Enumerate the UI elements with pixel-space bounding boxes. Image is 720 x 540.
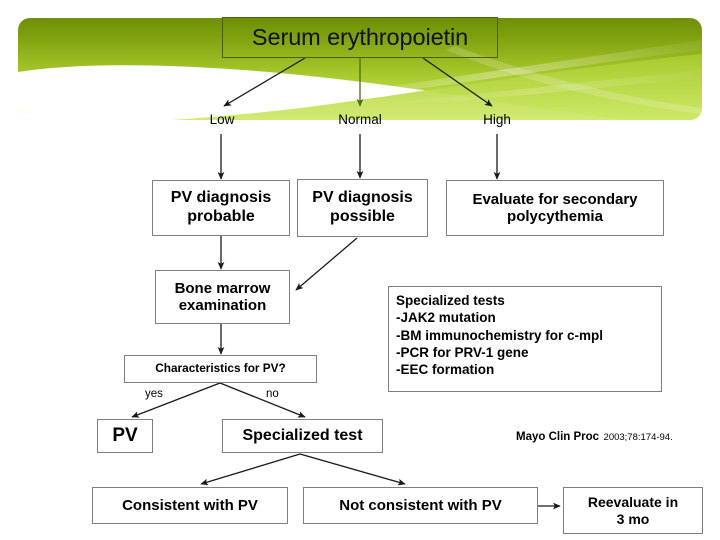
node-reevaluate-text: Reevaluate in 3 mo — [587, 494, 679, 527]
edge-title-to-low — [223, 57, 306, 107]
node-consistent-text: Consistent with PV — [122, 496, 258, 514]
node-pv-diagnosis-possible[interactable]: PV diagnosis possible — [297, 179, 428, 237]
node-evaluate-secondary-text: Evaluate for secondary polycythemia — [472, 190, 638, 225]
node-characteristics-for-pv[interactable]: Characteristics for PV? — [124, 355, 317, 383]
node-characteristics-text: Characteristics for PV? — [155, 361, 286, 376]
node-bone-marrow-text: Bone marrow examination — [174, 279, 271, 314]
branch-label-low: Low — [209, 112, 235, 127]
node-pv-text: PV — [112, 424, 138, 446]
edge-label-no: no — [266, 388, 279, 400]
edge-title-to-high — [422, 57, 493, 107]
node-specialized-test[interactable]: Specialized test — [222, 419, 383, 453]
edge-pv-possible-to-bone-marrow — [295, 237, 358, 291]
node-evaluate-secondary-polycythemia[interactable]: Evaluate for secondary polycythemia — [446, 180, 664, 236]
specialized-tests-item: -JAK2 mutation — [396, 310, 496, 326]
node-specialized-test-text: Specialized test — [242, 426, 363, 444]
citation-journal: Mayo Clin Proc — [516, 431, 600, 443]
specialized-tests-heading: Specialized tests — [396, 293, 505, 308]
edge-label-yes: yes — [145, 388, 163, 400]
citation: Mayo Clin Proc 2003;78:174-94. — [516, 427, 673, 445]
edge-yes-to-pv — [131, 382, 221, 418]
branch-label-normal: Normal — [338, 112, 382, 127]
node-reevaluate-in-3-mo[interactable]: Reevaluate in 3 mo — [563, 487, 703, 534]
node-consistent-with-pv[interactable]: Consistent with PV — [92, 487, 288, 524]
edge-no-to-specialized-test — [219, 382, 306, 418]
citation-reference: 2003;78:174-94. — [603, 432, 673, 443]
specialized-tests-box: Specialized tests -JAK2 mutation -BM imm… — [388, 286, 662, 392]
node-bone-marrow-examination[interactable]: Bone marrow examination — [155, 270, 290, 324]
node-not-consistent-text: Not consistent with PV — [339, 496, 502, 514]
node-not-consistent-with-pv[interactable]: Not consistent with PV — [303, 487, 538, 524]
edge-specialized-to-not-consistent — [299, 453, 406, 486]
branch-label-high: High — [483, 112, 511, 127]
specialized-tests-item: -PCR for PRV-1 gene — [396, 344, 529, 360]
specialized-tests-item: -EEC formation — [396, 362, 495, 378]
page-title: Serum erythropoietin — [222, 17, 498, 58]
node-pv-diagnosis-probable-text: PV diagnosis probable — [170, 189, 272, 225]
node-pv-diagnosis-possible-text: PV diagnosis possible — [312, 189, 413, 225]
specialized-tests-item: -BM immunochemistry for c-mpl — [396, 327, 604, 343]
edge-specialized-to-consistent — [200, 453, 301, 486]
node-pv[interactable]: PV — [97, 419, 153, 453]
node-pv-diagnosis-probable[interactable]: PV diagnosis probable — [152, 180, 290, 236]
